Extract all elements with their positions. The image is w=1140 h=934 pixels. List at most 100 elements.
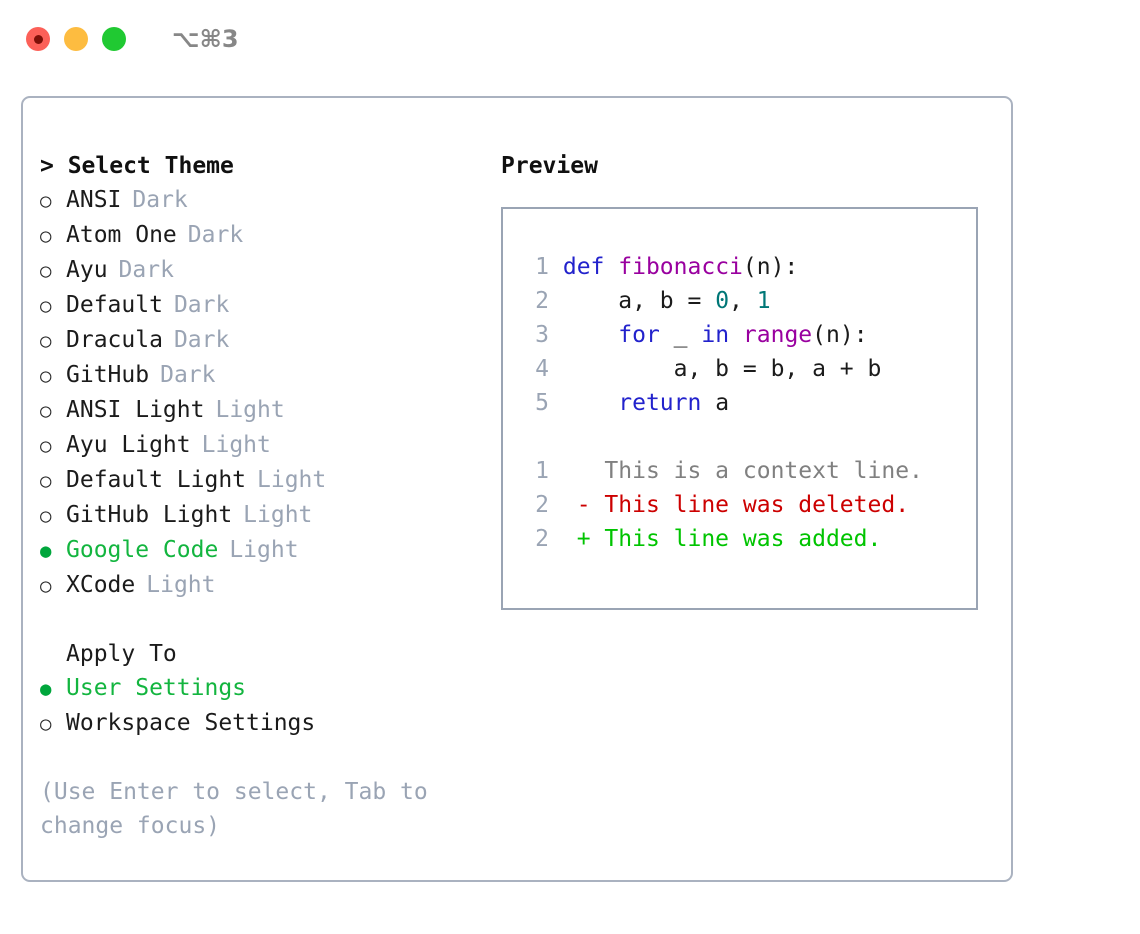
theme-option-variant: Light xyxy=(215,397,285,423)
code-token-plain xyxy=(604,254,618,280)
line-number: 4 xyxy=(535,356,549,382)
theme-option-name: Google Code xyxy=(66,537,219,563)
code-token-plain: , xyxy=(729,288,757,314)
code-token-num: 0 xyxy=(715,288,730,314)
theme-option-name: Ayu Light xyxy=(66,432,191,458)
preview-header: Preview xyxy=(501,153,598,179)
theme-option-variant: Light xyxy=(257,467,327,493)
diff-sign xyxy=(577,458,591,484)
radio-unselected-icon: ○ xyxy=(40,400,52,422)
close-window-button[interactable] xyxy=(26,27,50,51)
code-line: 2 a, b = 0, 1 xyxy=(525,284,976,318)
diff-line-del: 2 - This line was deleted. xyxy=(525,488,976,522)
radio-unselected-icon: ○ xyxy=(40,330,52,352)
diff-text: This line was deleted. xyxy=(590,492,910,518)
diff-sign: - xyxy=(576,492,591,518)
code-token-kw: in xyxy=(701,322,730,348)
theme-option-variant: Light xyxy=(229,537,299,563)
code-token-plain xyxy=(729,322,743,348)
code-token-plain xyxy=(563,322,618,348)
maximize-window-button[interactable] xyxy=(102,27,126,51)
section-spacer xyxy=(40,603,480,637)
theme-option-name: XCode xyxy=(66,572,136,598)
theme-option-name: ANSI xyxy=(66,187,122,213)
radio-unselected-icon: ○ xyxy=(40,225,52,247)
keyboard-shortcut-label: ⌥⌘3 xyxy=(172,25,239,53)
theme-option-ayu[interactable]: ○ Ayu Dark xyxy=(40,253,480,288)
theme-option-variant: Dark xyxy=(187,222,244,248)
theme-option-variant: Light xyxy=(146,572,216,598)
theme-option-name: ANSI Light xyxy=(66,397,205,423)
code-token-plain xyxy=(563,390,618,416)
theme-option-name: Dracula xyxy=(66,327,163,353)
code-token-num: 1 xyxy=(756,288,771,314)
theme-option-variant: Dark xyxy=(173,327,230,353)
radio-selected-icon: ● xyxy=(40,678,52,700)
line-number: 1 xyxy=(535,458,549,484)
theme-option-xcode[interactable]: ○ XCode Light xyxy=(40,568,480,603)
line-number: 3 xyxy=(535,322,549,348)
radio-unselected-icon: ○ xyxy=(40,505,52,527)
code-token-fn: range xyxy=(742,322,813,348)
code-token-plain: (n): xyxy=(742,254,799,280)
diff-sample-block: 1 This is a context line. 2 - This line w… xyxy=(525,454,976,556)
line-number: 2 xyxy=(535,492,549,518)
apply-to-option-workspace-settings[interactable]: ○Workspace Settings xyxy=(40,706,480,741)
theme-option-name: Default xyxy=(66,292,163,318)
diff-sign: + xyxy=(576,526,591,552)
code-token-kw: return xyxy=(618,390,702,416)
theme-option-name: GitHub Light xyxy=(66,502,233,528)
record-dot-icon xyxy=(33,34,43,44)
line-number: 2 xyxy=(535,288,549,314)
apply-to-option-user-settings[interactable]: ● User Settings xyxy=(40,671,480,706)
keyboard-hint-text: (Use Enter to select, Tab to change focu… xyxy=(40,779,442,839)
traffic-light-controls xyxy=(26,27,126,51)
apply-to-header: Apply To xyxy=(66,641,177,667)
preview-column: Preview 1 def fibonacci(n):2 a, b = 0, 1… xyxy=(501,149,991,610)
code-token-plain: (n): xyxy=(812,322,868,348)
line-number: 5 xyxy=(535,390,549,416)
theme-option-default[interactable]: ○ Default Dark xyxy=(40,288,480,323)
apply-to-option-name: User Settings xyxy=(66,675,247,701)
theme-option-name: Ayu xyxy=(66,257,108,283)
theme-option-variant: Light xyxy=(201,432,271,458)
radio-unselected-icon: ○ xyxy=(40,713,52,735)
radio-unselected-icon: ○ xyxy=(40,470,52,492)
radio-unselected-icon: ○ xyxy=(40,190,52,212)
diff-text: This line was added. xyxy=(590,526,882,552)
title-bar: ⌥⌘3 xyxy=(0,0,1140,78)
code-line: 3 for _ in range(n): xyxy=(525,318,976,352)
line-number: 2 xyxy=(535,526,549,552)
code-line: 5 return a xyxy=(525,386,976,420)
radio-unselected-icon: ○ xyxy=(40,260,52,282)
theme-option-dracula[interactable]: ○ Dracula Dark xyxy=(40,323,480,358)
radio-unselected-icon: ○ xyxy=(40,365,52,387)
code-line: 4 a, b = b, a + b xyxy=(525,352,976,386)
theme-option-variant: Dark xyxy=(118,257,174,283)
theme-option-variant: Dark xyxy=(173,292,230,318)
line-number: 1 xyxy=(535,254,549,280)
theme-option-name: Default Light xyxy=(66,467,247,493)
minimize-window-button[interactable] xyxy=(64,27,88,51)
code-token-plain: a, b = b, a + b xyxy=(562,356,882,382)
diff-text: This is a context line. xyxy=(590,458,923,484)
code-token-plain: a, b = xyxy=(562,288,716,314)
theme-option-default-light[interactable]: ○ Default Light Light xyxy=(40,463,480,498)
code-token-kw: def xyxy=(562,254,605,280)
code-token-kw: for xyxy=(618,322,660,348)
code-token-fn: fibonacci xyxy=(618,254,743,280)
radio-unselected-icon: ○ xyxy=(40,575,52,597)
theme-option-ansi-light[interactable]: ○ ANSI Light Light xyxy=(40,393,480,428)
diff-line-add: 2 + This line was added. xyxy=(525,522,976,556)
radio-unselected-icon: ○ xyxy=(40,295,52,317)
theme-option-name: GitHub xyxy=(66,362,150,388)
